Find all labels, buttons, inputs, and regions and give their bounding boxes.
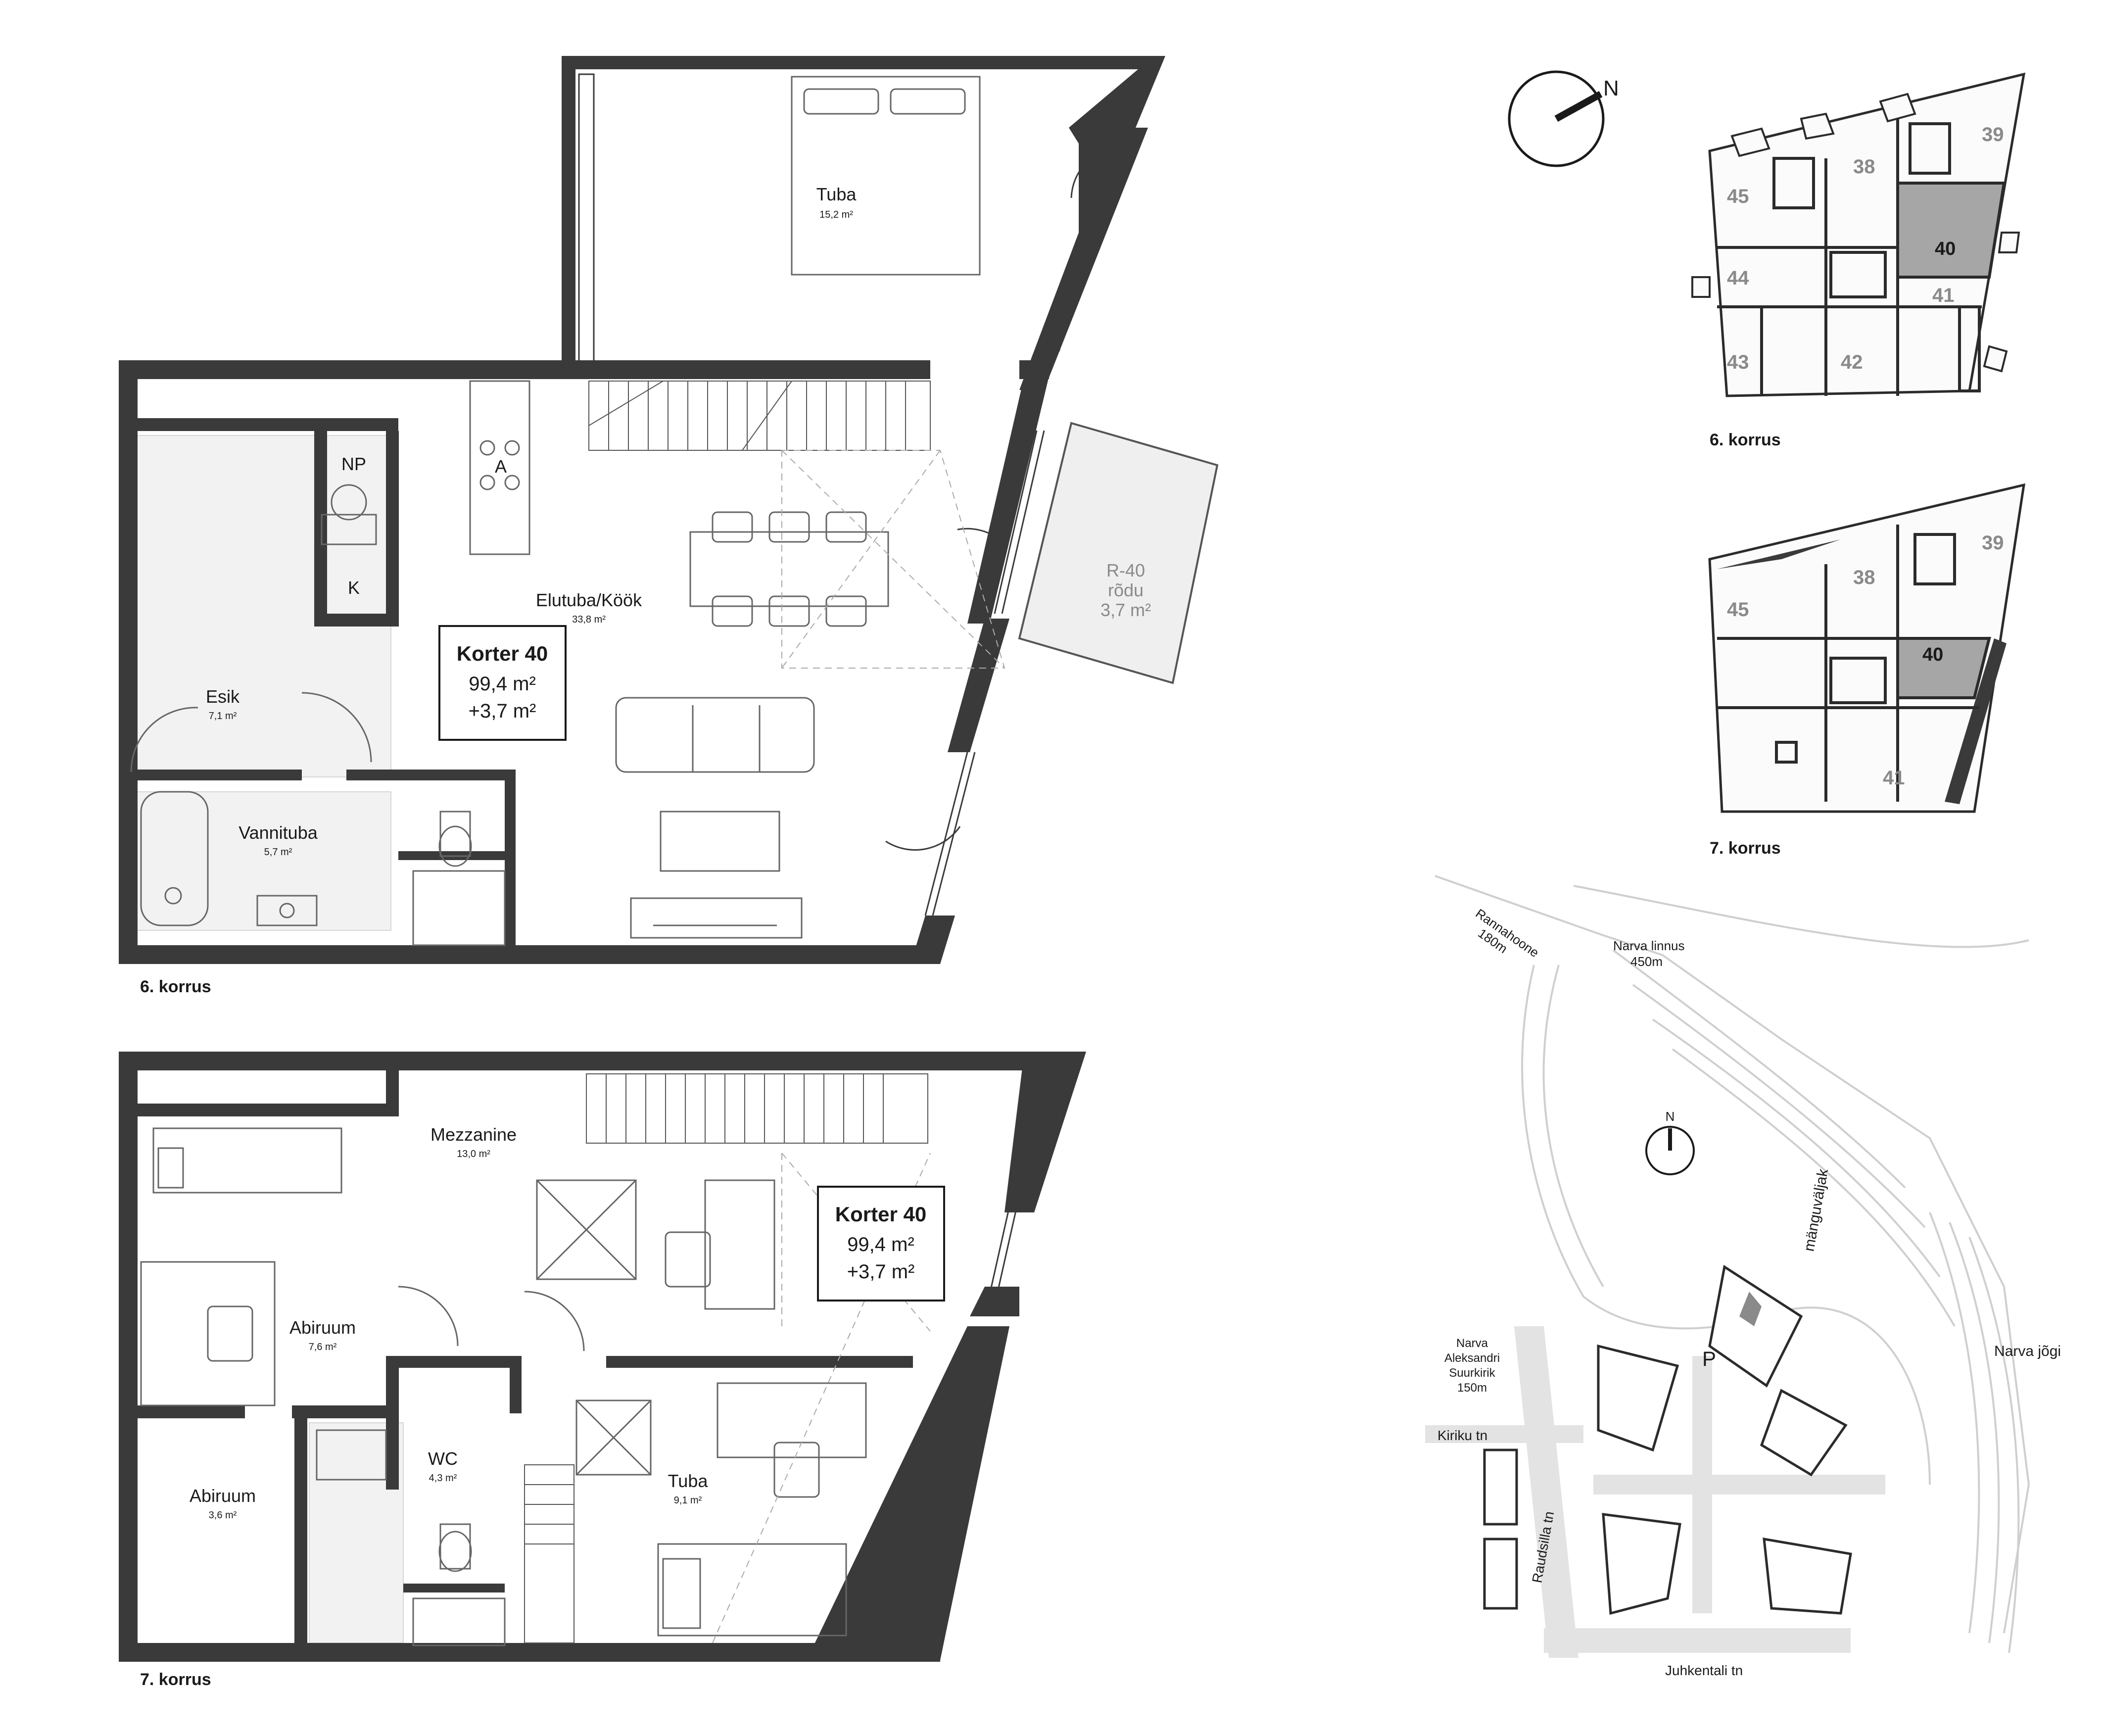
room-abiruum2-area: 3,6 m² [209,1510,237,1521]
site-manguvaljak-label: mänguväljak [1801,1167,1831,1253]
balcony-name: rõdu [1108,580,1144,600]
room-np-label: NP [341,454,366,474]
key-plan-7 [1708,483,2026,813]
site-church-line2: Aleksandri [1444,1351,1500,1365]
room-abiruum1-area: 7,6 m² [309,1342,337,1352]
room-esik-name: Esik [206,686,240,707]
site-juhkentali-label: Juhkentali tn [1665,1663,1743,1678]
key-plan-6 [1691,72,2026,397]
wet-room-tiling [136,435,391,931]
balcony-code: R-40 [1106,560,1145,580]
key6-unit-41: 41 [1932,285,1955,306]
site-church-line1: Narva [1456,1337,1488,1350]
plan-7-caption: 7. korrus [140,1670,211,1689]
key6-unit-39: 39 [1982,124,2004,145]
key7-unit-39: 39 [1982,532,2004,554]
plan-6-walls [119,56,1165,964]
room-elutuba-name: Elutuba/Köök [536,590,642,610]
plan-6-info-box [438,625,567,741]
plan-7-stairs [524,1073,928,1643]
site-parking-label: P [1702,1347,1716,1370]
plan-7-walls [119,1052,1086,1662]
key6-unit-42: 42 [1841,351,1863,373]
room-wc-name: WC [428,1448,458,1469]
room-vannituba-name: Vannituba [239,822,318,843]
room-vannituba-area: 5,7 m² [264,847,292,858]
site-kiriku-label: Kiriku tn [1437,1428,1487,1443]
unit-40-highlight-6 [1896,182,2006,279]
key6-unit-45: 45 [1727,186,1749,207]
plan-7-info-balcony: +3,7 m² [847,1261,915,1283]
plan-7-windows [919,1118,1038,1609]
site-church-line3: Suurkirik [1449,1366,1495,1380]
room-esik-area: 7,1 m² [209,711,237,722]
key6-unit-38: 38 [1853,156,1875,178]
key6-unit-40: 40 [1935,239,1956,259]
balcony-area: 3,7 m² [1100,600,1151,620]
room-k-label: K [348,578,360,598]
plan-6-furniture [130,76,981,946]
room-wc-area: 4,3 m² [429,1473,457,1484]
plan-7-info-box [817,1186,945,1302]
site-narva-jogi-label: Narva jõgi [1994,1343,2061,1359]
plan-6-caption: 6. korrus [140,977,211,996]
plan-7-info-title: Korter 40 [835,1203,926,1226]
plan-7-info-area: 99,4 m² [847,1234,914,1255]
plan-7-floor [119,1052,1086,1662]
room-mezzanine-area: 13,0 m² [457,1149,490,1159]
room-tuba-7-name: Tuba [668,1471,709,1491]
plan-6-floor [119,56,1219,964]
room-tuba-6-area: 15,2 m² [819,209,853,220]
key6-caption: 6. korrus [1710,431,1781,449]
site-buildings [1483,1264,1852,1615]
key7-caption: 7. korrus [1710,839,1781,858]
plan-6-windows [578,73,1122,916]
key7-unit-38: 38 [1853,567,1875,588]
plan-6-info-title: Korter 40 [457,642,548,665]
key7-unit-45: 45 [1727,599,1749,621]
site-narva-linnus-dist: 450m [1630,954,1663,969]
room-elutuba-area: 33,8 m² [572,614,606,625]
site-roads [1425,1326,1885,1658]
key7-unit-41: 41 [1883,767,1905,789]
key6-unit-43: 43 [1727,351,1749,373]
compass-needle-icon [1554,91,1603,122]
site-compass [1645,1126,1695,1175]
room-abiruum2-name: Abiruum [190,1486,256,1506]
unit-40-highlight-7 [1896,637,1991,699]
room-mezzanine-name: Mezzanine [430,1124,517,1145]
compass-north-label: N [1603,76,1619,100]
key6-unit-44: 44 [1727,267,1749,289]
key7-unit-40: 40 [1922,644,1943,665]
plan-6-dashed [781,450,1005,669]
balcony-r40 [1018,422,1219,684]
plan-7-furniture [140,1127,867,1646]
site-narva-linnus-name: Narva linnus [1613,938,1685,953]
plan-6-stairs [588,381,931,451]
site-church-dist: 150m [1457,1381,1487,1395]
site-highlight [1739,1292,1762,1326]
room-abiruum1-name: Abiruum [289,1317,356,1338]
site-plan [1435,875,2030,1653]
room-tuba-7-area: 9,1 m² [674,1495,702,1506]
compass [1508,70,1605,167]
plan-6-info-area: 99,4 m² [469,673,536,695]
room-tuba-6-name: Tuba [816,184,857,204]
appliance-a-label: A [495,456,507,477]
site-north-label: N [1666,1109,1675,1124]
plan-6-info-balcony: +3,7 m² [469,700,536,722]
